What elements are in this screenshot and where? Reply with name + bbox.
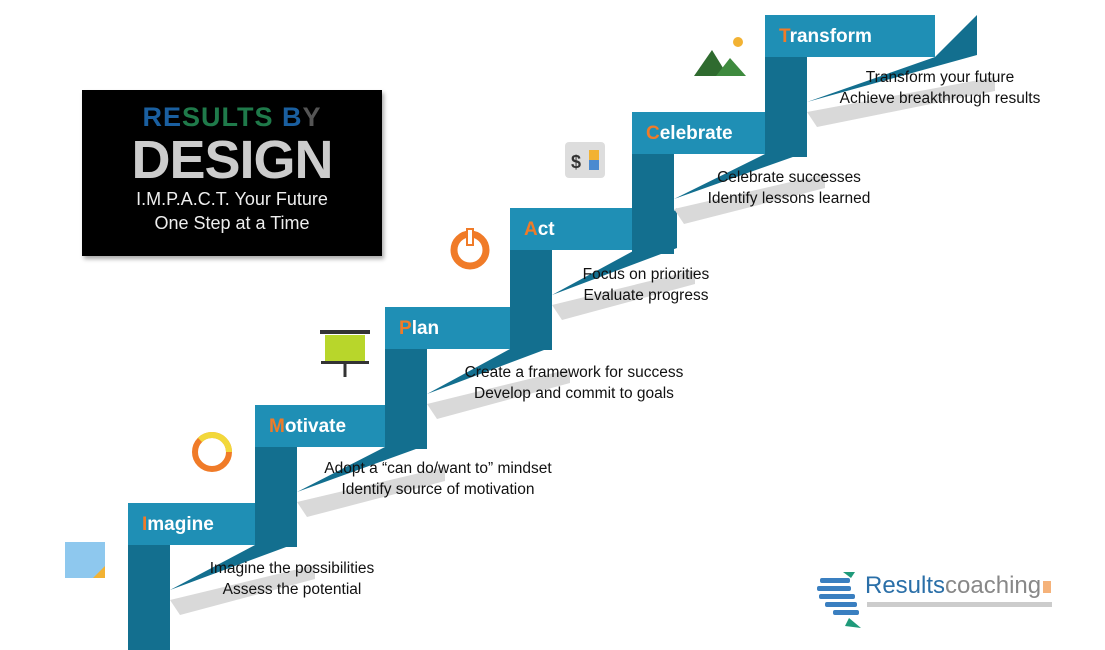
step-bar: [128, 503, 255, 545]
description-line: Identify lessons learned: [707, 190, 871, 207]
description-line: Adopt a “can do/want to” mindset: [324, 460, 552, 477]
title-design: DESIGN: [131, 130, 333, 190]
title-subtitle-1: I.M.P.A.C.T. Your Future: [136, 189, 328, 209]
logo-text: Resultscoaching: [865, 572, 1052, 600]
step-riser: [510, 250, 552, 350]
step-label-motivate: Motivate: [269, 416, 347, 437]
sticky-note-icon: [65, 542, 105, 578]
description-line: Imagine the possibilities: [209, 560, 375, 577]
power-icon: [450, 228, 490, 270]
description-line: Transform your future: [865, 69, 1015, 86]
description-line: Evaluate progress: [583, 287, 709, 304]
step-shadow: [170, 565, 315, 615]
step-diagonal: [427, 307, 552, 394]
description-line: Focus on priorities: [582, 266, 710, 283]
logo-swoosh-icon: [817, 572, 861, 628]
ring-icon: [192, 432, 232, 472]
step-bar: [632, 112, 765, 154]
step-label-act: Act: [524, 219, 555, 240]
step-riser: [128, 545, 170, 650]
step-bar: [255, 405, 385, 447]
step-riser: [765, 57, 807, 157]
step-riser: [632, 154, 674, 254]
step-label-transform: Transform: [779, 26, 872, 47]
step-shadow: [807, 77, 995, 127]
logo-tagline-bar: [867, 602, 1052, 607]
description-line: Create a framework for success: [464, 364, 684, 381]
step-shadow: [674, 174, 825, 224]
presentation-board-icon: [320, 330, 370, 377]
step-bar: [385, 307, 510, 349]
title-results-by: RESULTS BY: [142, 102, 322, 132]
svg-text:$: $: [571, 152, 581, 172]
step-label-plan: Plan: [399, 318, 440, 339]
step-bar: [765, 15, 935, 57]
step-shadow: [427, 369, 570, 419]
step-diagonal: [807, 15, 977, 102]
step-riser: [385, 349, 427, 449]
title-subtitle-2: One Step at a Time: [154, 213, 310, 233]
description-line: Celebrate successes: [717, 169, 861, 186]
dollar-note-icon: $: [565, 142, 605, 178]
description-line: Develop and commit to goals: [474, 385, 674, 402]
step-shadow: [297, 467, 445, 517]
description-line: Assess the potential: [222, 581, 362, 598]
resultscoaching-logo: Resultscoaching: [815, 570, 1065, 630]
step-bar: [510, 208, 635, 250]
step-shadow: [552, 270, 695, 320]
mountain-sun-icon: [694, 37, 746, 76]
description-line: Identify source of motivation: [341, 481, 535, 498]
step-label-celebrate: Celebrate: [646, 123, 733, 144]
description-line: Achieve breakthrough results: [839, 90, 1041, 107]
step-label-imagine: Imagine: [142, 514, 214, 535]
title-box: RESULTS BY DESIGN I.M.P.A.C.T. Your Futu…: [82, 90, 382, 256]
step-riser: [255, 447, 297, 547]
